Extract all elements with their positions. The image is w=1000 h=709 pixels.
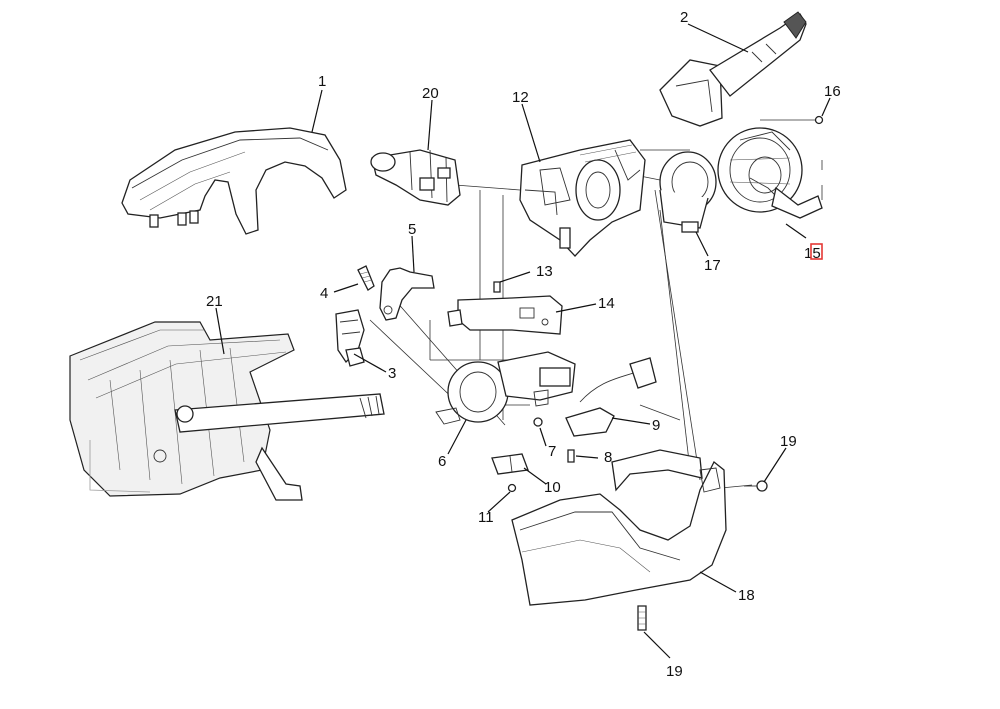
callout-12: 12 <box>512 89 529 106</box>
part-4-bolt <box>357 265 375 291</box>
part-6-lock-housing <box>435 351 576 425</box>
part-15-clockspring <box>717 127 823 219</box>
part-12-switch-housing <box>519 139 646 257</box>
part-5-bracket <box>379 267 435 321</box>
callout-19-upper: 19 <box>780 433 797 450</box>
callout-14: 14 <box>598 295 615 312</box>
callout-9: 9 <box>652 417 660 434</box>
part-10-sensor <box>491 453 529 475</box>
callout-5: 5 <box>408 221 416 238</box>
part-14-plate <box>447 295 563 335</box>
part-18-lower-cover <box>511 449 727 606</box>
callout-6: 6 <box>438 453 446 470</box>
part-17-restraint-module <box>659 151 717 233</box>
leader-lines <box>215 23 831 659</box>
part-19-screw-lower <box>637 605 647 631</box>
callout-4: 4 <box>320 285 328 302</box>
part-2-turn-signal-lever <box>659 11 807 127</box>
callout-10: 10 <box>544 479 561 496</box>
part-8-screw <box>567 449 575 463</box>
callout-19-lower: 19 <box>666 663 683 680</box>
part-13-screw <box>493 281 501 293</box>
callout-1: 1 <box>318 73 326 90</box>
callout-13: 13 <box>536 263 553 280</box>
part-21-steering-column <box>69 321 385 501</box>
callout-2: 2 <box>680 9 688 26</box>
callout-21: 21 <box>206 293 223 310</box>
part-9-module <box>565 357 657 437</box>
reference-lines <box>369 119 823 491</box>
callout-8: 8 <box>604 449 612 466</box>
callout-17: 17 <box>704 257 721 274</box>
part-20-multifunction-switch <box>370 149 461 206</box>
callout-20: 20 <box>422 85 439 102</box>
part-1-upper-cover <box>121 127 347 235</box>
part-19-screw-upper <box>744 480 768 492</box>
callout-labels: 1 2 20 12 16 15 17 5 4 21 3 13 14 6 7 8 … <box>206 9 841 680</box>
callout-15-highlight-box <box>810 243 823 260</box>
callout-11: 11 <box>478 509 494 526</box>
part-7-screw <box>533 417 543 427</box>
part-11-screw <box>507 483 517 493</box>
callout-3: 3 <box>388 365 396 382</box>
callout-16: 16 <box>824 83 841 100</box>
part-16-screw <box>814 115 824 125</box>
callout-15: 15 <box>804 245 821 262</box>
callout-18: 18 <box>738 587 755 604</box>
callout-7: 7 <box>548 443 556 460</box>
part-3-switch <box>335 309 365 367</box>
